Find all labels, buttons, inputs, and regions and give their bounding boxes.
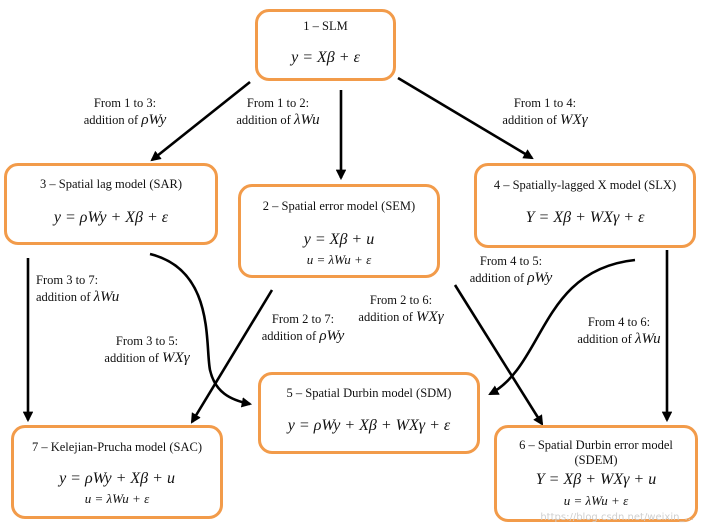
box-sem: 2 – Spatial error model (SEM) y = Xβ + u… — [238, 184, 440, 278]
box-sdm-title: 5 – Spatial Durbin model (SDM) — [286, 386, 452, 400]
box-sdem-title: 6 – Spatial Durbin error model — [519, 438, 673, 452]
label-1-to-2-term: λWu — [293, 112, 320, 128]
label-1-to-4: From 1 to 4: addition of WXγ — [480, 95, 610, 129]
label-4-to-6-from: From 4 to 6: — [587, 315, 651, 329]
label-3-to-5-from: From 3 to 5: — [115, 334, 179, 348]
label-1-to-3-term: ρWy — [141, 112, 167, 128]
box-slm-title: 1 – SLM — [303, 19, 348, 33]
box-sdm-equation: y = ρWy + Xβ + WXγ + ε — [287, 417, 451, 434]
label-1-to-2-from: From 1 to 2: — [246, 96, 310, 110]
box-sdem-equation: Y = Xβ + WXγ + u — [535, 471, 657, 488]
box-sar-title: 3 – Spatial lag model (SAR) — [40, 177, 182, 191]
box-sdem: 6 – Spatial Durbin error model (SDEM) Y … — [494, 425, 698, 522]
box-slx-equation: Y = Xβ + WXγ + ε — [525, 209, 645, 226]
label-3-to-7-term: λWu — [93, 289, 120, 305]
box-sac-title: 7 – Kelejian-Prucha model (SAC) — [31, 440, 203, 454]
label-3-to-5-term: WXγ — [162, 350, 190, 366]
label-2-to-6-term: WXγ — [416, 309, 444, 325]
label-1-to-2-addition: addition of λWu — [236, 112, 320, 128]
box-sar-equation: y = ρWy + Xβ + ε — [53, 209, 169, 226]
label-3-to-7-from: From 3 to 7: — [36, 273, 99, 287]
arrow-3-to-5 — [149, 252, 253, 408]
label-2-to-7-addition: addition of ρWy — [261, 328, 345, 344]
label-4-to-5-addition: addition of ρWy — [469, 270, 553, 286]
box-sem-equation: y = Xβ + u — [303, 231, 375, 248]
box-slm: 1 – SLM y = Xβ + ε — [255, 9, 396, 81]
label-4-to-5-from: From 4 to 5: — [479, 254, 543, 268]
box-sdm: 5 – Spatial Durbin model (SDM) y = ρWy +… — [258, 372, 480, 454]
label-1-to-3-from: From 1 to 3: — [93, 96, 157, 110]
arrow-2-to-7 — [190, 289, 274, 424]
label-3-to-5: From 3 to 5: addition of WXγ — [92, 333, 202, 367]
arrow-2-to-6 — [453, 284, 544, 426]
box-sem-title: 2 – Spatial error model (SEM) — [262, 199, 416, 213]
label-2-to-7-term: ρWy — [319, 328, 345, 344]
label-1-to-3-addition: addition of ρWy — [83, 112, 167, 128]
label-1-to-4-term: WXγ — [560, 112, 588, 128]
box-sac-equation-2: u = λWu + ε — [84, 491, 150, 506]
label-2-to-7: From 2 to 7: addition of ρWy — [248, 311, 358, 345]
label-2-to-6-addition: addition of WXγ — [358, 309, 444, 325]
box-slm-equation: y = Xβ + ε — [291, 49, 360, 66]
label-3-to-7-addition: addition of λWu — [36, 289, 120, 305]
box-sac-equation: y = ρWy + Xβ + u — [59, 470, 175, 487]
label-3-to-7: From 3 to 7: addition of λWu — [36, 272, 136, 306]
label-3-to-5-addition: addition of WXγ — [104, 350, 190, 366]
label-2-to-6: From 2 to 6: addition of WXγ — [346, 292, 456, 326]
box-sar: 3 – Spatial lag model (SAR) y = ρWy + Xβ… — [4, 163, 218, 245]
label-1-to-3: From 1 to 3: addition of ρWy — [60, 95, 190, 129]
label-4-to-5-term: ρWy — [527, 270, 553, 286]
label-4-to-6-addition: addition of λWu — [577, 331, 661, 347]
label-2-to-6-from: From 2 to 6: — [369, 293, 433, 307]
watermark: https://blog.csdn.net/weixin_... — [540, 512, 694, 523]
box-sem-equation-2: u = λWu + ε — [306, 252, 372, 267]
box-sdem-title-2: (SDEM) — [574, 453, 618, 467]
box-slx-title: 4 – Spatially-lagged X model (SLX) — [493, 178, 677, 192]
box-slx: 4 – Spatially-lagged X model (SLX) Y = X… — [474, 163, 696, 248]
label-4-to-6-term: λWu — [634, 331, 661, 347]
arrow-1-to-3 — [150, 80, 251, 162]
arrow-1-to-4 — [397, 76, 534, 160]
label-1-to-4-addition: addition of WXγ — [502, 112, 588, 128]
label-2-to-7-from: From 2 to 7: — [271, 312, 335, 326]
label-1-to-4-from: From 1 to 4: — [513, 96, 577, 110]
label-1-to-2: From 1 to 2: addition of λWu — [223, 95, 333, 129]
box-sdem-equation-2: u = λWu + ε — [563, 493, 629, 508]
box-sac: 7 – Kelejian-Prucha model (SAC) y = ρWy … — [11, 425, 223, 519]
label-4-to-6: From 4 to 6: addition of λWu — [564, 314, 674, 348]
label-4-to-5: From 4 to 5: addition of ρWy — [456, 253, 566, 287]
arrow-4-to-5 — [488, 258, 636, 396]
